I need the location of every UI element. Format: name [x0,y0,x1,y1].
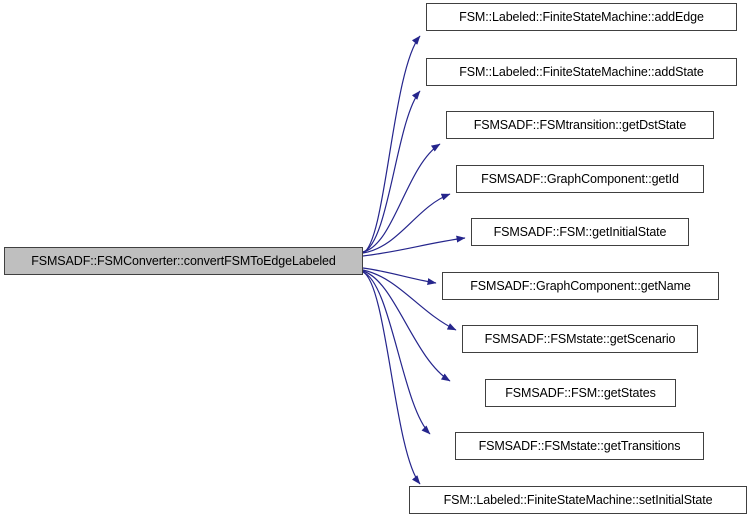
node-label: FSMSADF::FSM::getInitialState [493,224,667,239]
node-label: FSMSADF::GraphComponent::getName [470,278,691,293]
edge-root-to-fsmsadf-fsmtransition-getdststate [362,143,441,253]
node-label: FSMSADF::FSMstate::getTransitions [478,438,681,453]
edge-root-to-fsm-labeled-finitestatemachine-addstate [362,90,421,253]
node-root-convertfsmtoedgelabeled[interactable]: FSMSADF::FSMConverter::convertFSMToEdgeL… [4,247,363,275]
edge-root-to-fsmsadf-fsm-getstates [362,270,451,382]
node-callee-fsm-labeled-finitestatemachine-addedge[interactable]: FSM::Labeled::FiniteStateMachine::addEdg… [426,3,737,31]
edge-root-to-fsmsadf-fsm-getinitialstate [362,235,466,257]
node-callee-fsmsadf-fsm-getinitialstate[interactable]: FSMSADF::FSM::getInitialState [471,218,689,246]
node-callee-fsmsadf-graphcomponent-getid[interactable]: FSMSADF::GraphComponent::getId [456,165,704,193]
node-label: FSMSADF::GraphComponent::getId [481,171,679,186]
edge-root-to-fsm-labeled-finitestatemachine-addedge [362,35,421,254]
node-label: FSMSADF::FSMConverter::convertFSMToEdgeL… [31,253,336,268]
node-callee-fsmsadf-graphcomponent-getname[interactable]: FSMSADF::GraphComponent::getName [442,272,719,300]
node-callee-fsmsadf-fsmstate-getscenario[interactable]: FSMSADF::FSMstate::getScenario [462,325,698,353]
node-label: FSM::Labeled::FiniteStateMachine::addEdg… [459,9,704,24]
edge-root-to-fsmsadf-graphcomponent-getid [362,193,451,254]
node-label: FSM::Labeled::FiniteStateMachine::setIni… [443,492,713,507]
node-callee-fsmsadf-fsmtransition-getdststate[interactable]: FSMSADF::FSMtransition::getDstState [446,111,714,139]
node-callee-fsm-labeled-finitestatemachine-addstate[interactable]: FSM::Labeled::FiniteStateMachine::addSta… [426,58,737,86]
node-label: FSM::Labeled::FiniteStateMachine::addSta… [459,64,704,79]
node-label: FSMSADF::FSMstate::getScenario [484,331,676,346]
edge-root-to-fsm-labeled-finitestatemachine-setinitialstate [362,271,421,485]
call-edges [362,35,466,485]
edge-root-to-fsmsadf-graphcomponent-getname [362,267,437,286]
node-callee-fsm-labeled-finitestatemachine-setinitialstate[interactable]: FSM::Labeled::FiniteStateMachine::setIni… [409,486,747,514]
node-callee-fsmsadf-fsm-getstates[interactable]: FSMSADF::FSM::getStates [485,379,676,407]
node-label: FSMSADF::FSM::getStates [505,385,656,400]
edge-root-to-fsmsadf-fsmstate-gettransitions [362,271,431,435]
node-label: FSMSADF::FSMtransition::getDstState [473,117,687,132]
node-callee-fsmsadf-fsmstate-gettransitions[interactable]: FSMSADF::FSMstate::getTransitions [455,432,704,460]
